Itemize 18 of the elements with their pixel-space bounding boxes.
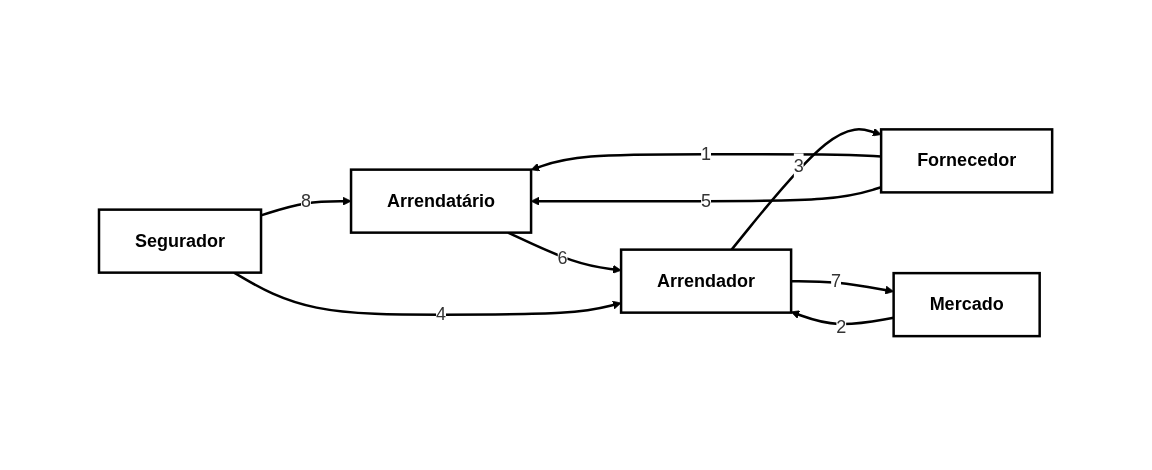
edge-label: 1 [701, 143, 712, 164]
edge-label: 8 [301, 190, 312, 211]
node-box: Fornecedor [880, 128, 1054, 194]
arrow [531, 152, 882, 172]
edge-label: 4 [436, 304, 447, 325]
edge-label: 5 [701, 190, 712, 211]
node-box: Mercado [892, 271, 1042, 338]
edge-label: 7 [831, 270, 842, 291]
node-box: Arrendatário [350, 168, 533, 234]
arrow [791, 310, 895, 326]
arrow [261, 196, 352, 217]
edge-label: 3 [794, 156, 805, 177]
node-box: Segurador [98, 208, 263, 274]
edge-label: 2 [836, 316, 847, 337]
arrow [791, 279, 895, 295]
arrow [531, 186, 882, 206]
edge-label: 6 [558, 247, 569, 268]
node-box: Arrendador [620, 248, 793, 314]
